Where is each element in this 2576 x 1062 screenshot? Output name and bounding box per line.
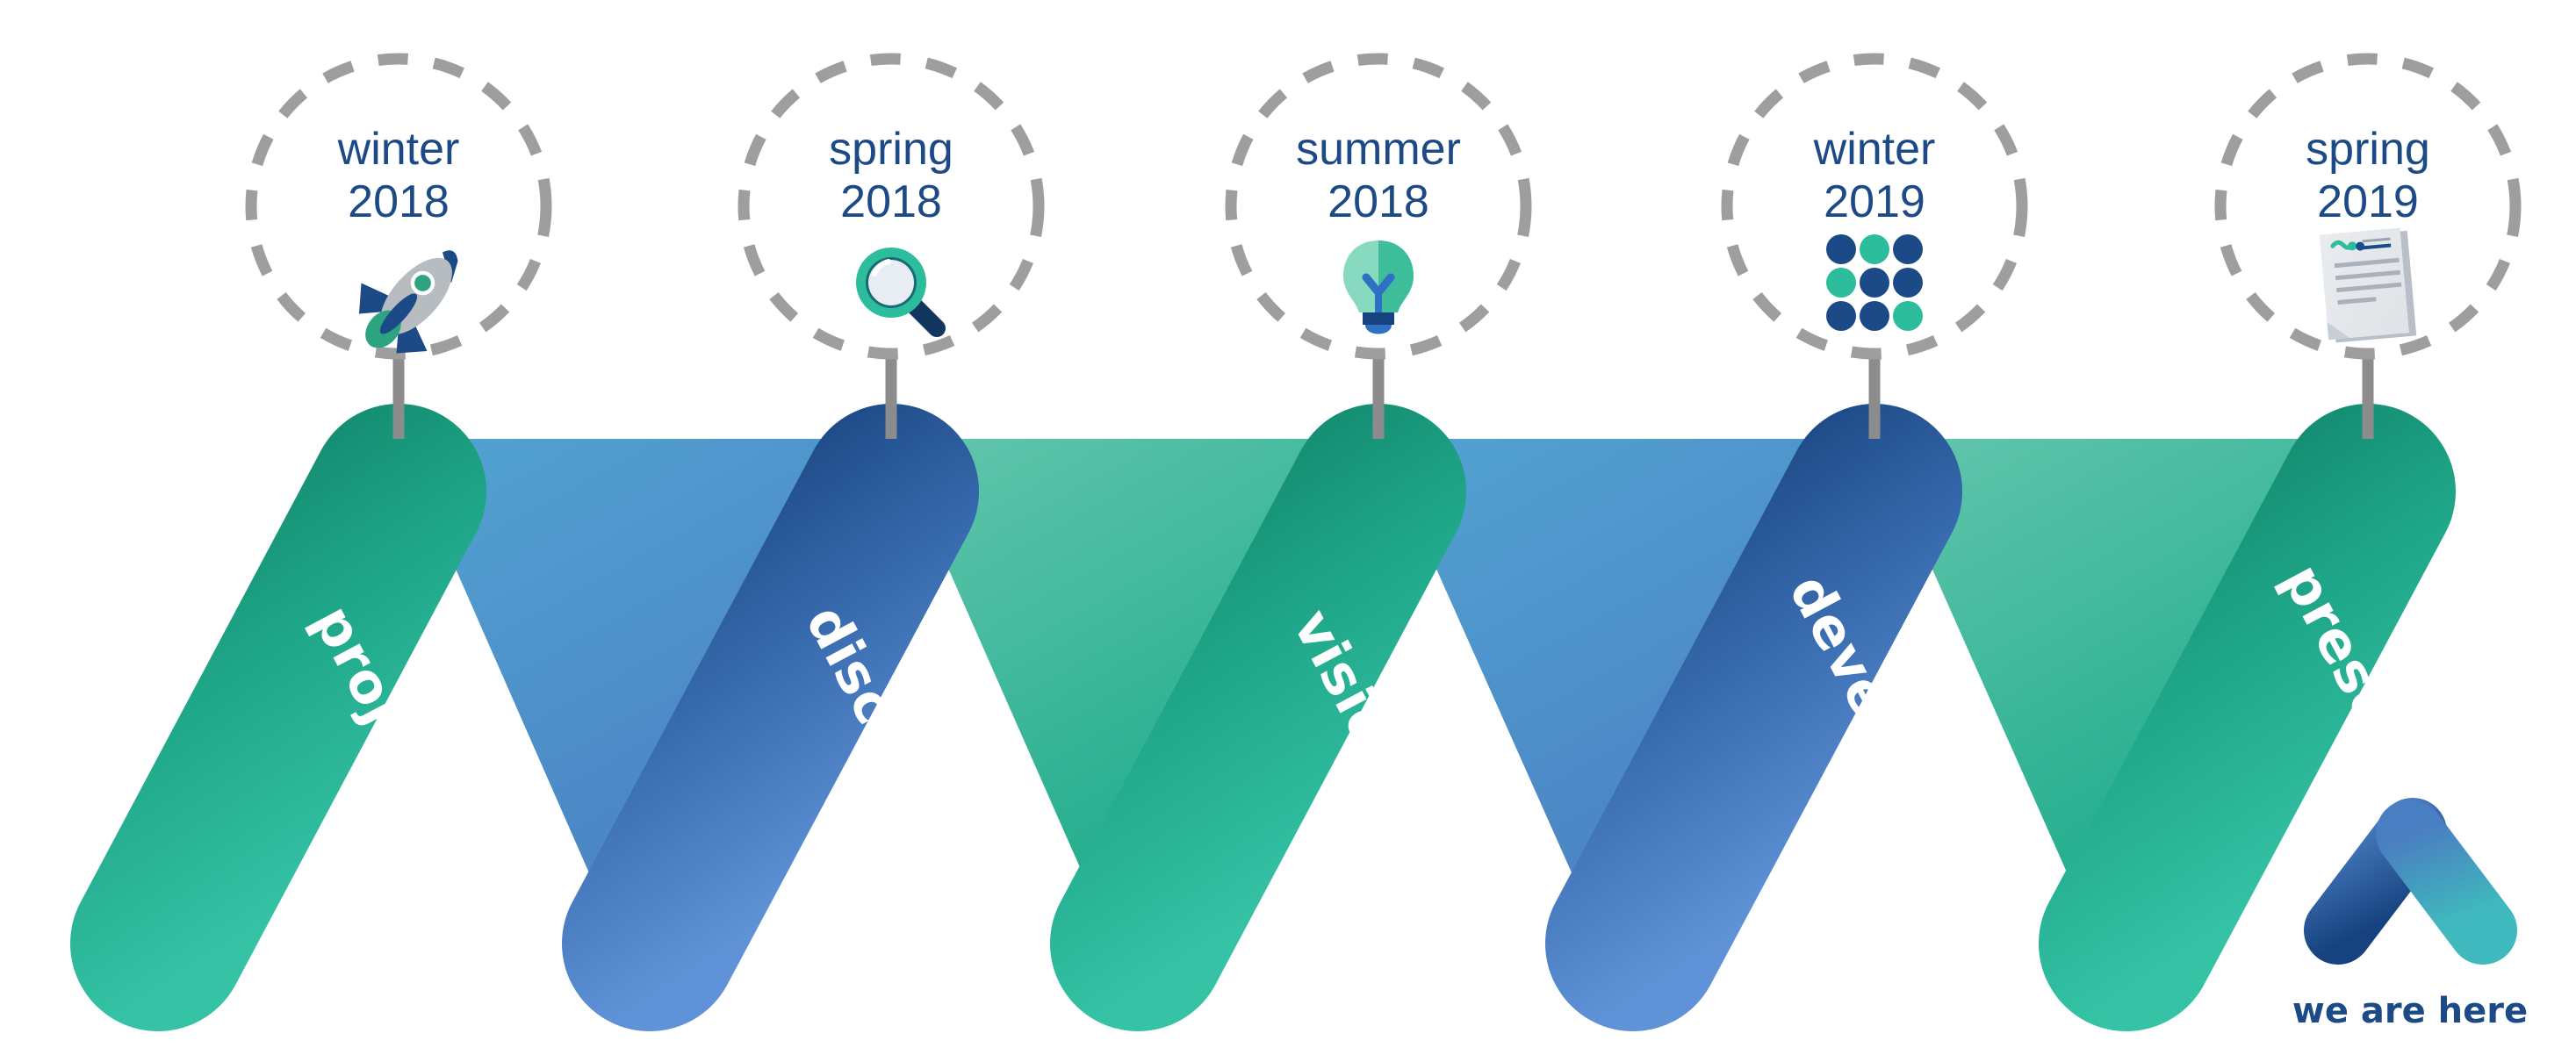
milestone-spring-2018[interactable]: spring 2018 <box>738 53 1045 360</box>
dashed-ring-1 <box>245 53 552 360</box>
we-are-here-label: we are here <box>2292 991 2528 1031</box>
milestone-winter-2018[interactable]: winter 2018 <box>245 53 552 360</box>
milestone-year-4: 2019 <box>1824 176 1925 227</box>
lightbulb-icon <box>1343 240 1414 334</box>
milestone-season-5: spring <box>2306 124 2430 175</box>
milestone-spring-2019[interactable]: spring 2019 <box>2214 53 2522 360</box>
milestone-season-3: summer <box>1296 124 1461 175</box>
milestone-season-2: spring <box>829 124 953 175</box>
milestone-year-5: 2019 <box>2317 176 2419 227</box>
stem-group <box>392 351 2374 439</box>
rocket-icon <box>359 250 458 354</box>
magnifier-icon <box>856 248 946 337</box>
milestone-year-1: 2018 <box>348 176 450 227</box>
document-logo-icon <box>2330 237 2392 251</box>
milestone-year-2: 2018 <box>840 176 942 227</box>
we-are-here-marker[interactable]: we are here <box>2292 798 2528 1031</box>
milestone-season-1: winter <box>337 124 460 175</box>
dashed-ring-5 <box>2214 53 2522 360</box>
milestone-season-4: winter <box>1813 124 1936 175</box>
milestone-year-3: 2018 <box>1328 176 1429 227</box>
document-icon <box>2319 227 2417 343</box>
dots-grid-icon <box>1826 234 1923 331</box>
chevron-right-arm <box>2376 800 2517 965</box>
dashed-ring-2 <box>738 53 1045 360</box>
milestone-winter-2019[interactable]: winter 2019 <box>1721 53 2028 360</box>
dashed-ring-4 <box>1721 53 2028 360</box>
milestone-summer-2018[interactable]: summer 2018 <box>1225 53 1532 360</box>
dashed-ring-3 <box>1225 53 1532 360</box>
